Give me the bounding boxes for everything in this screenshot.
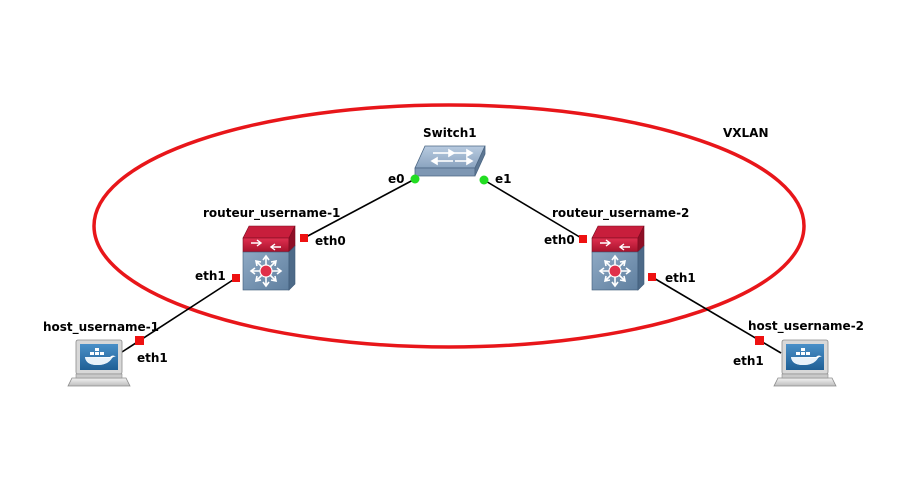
docker-host-computer-icon [773,339,837,387]
docker-host-computer-icon [67,339,131,387]
vxlan-zone-label: VXLAN [723,126,769,140]
switch-node[interactable]: Switch1 [414,126,486,177]
port-status-host2-eth1 [755,336,764,345]
router1-name-label: routeur_username-1 [203,206,340,221]
host2-name-label: host_username-2 [748,319,864,334]
router2-name-label: routeur_username-2 [552,206,689,221]
ethernet-switch-icon [414,145,486,177]
link-switch-router2[interactable] [483,179,584,240]
host1-node[interactable]: host_username-1 [43,320,159,387]
port-label-router1-eth0: eth0 [315,234,346,248]
port-status-router2-eth0 [579,235,587,243]
port-label-router2-eth1: eth1 [665,271,696,285]
port-label-router1-eth1: eth1 [195,269,226,283]
router1-node[interactable]: routeur_username-1 [203,206,340,291]
port-label-switch-e1: e1 [495,172,512,186]
port-label-host2-eth1: eth1 [733,354,764,368]
multilayer-switch-icon [242,225,296,291]
port-status-router2-eth1 [648,273,656,281]
router2-node[interactable]: routeur_username-2 [552,206,689,291]
switch-name-label: Switch1 [423,126,477,140]
port-status-host1-eth1 [135,336,144,345]
link-switch-router1[interactable] [303,178,416,239]
port-label-switch-e0: e0 [388,172,405,186]
vxlan-zone-ellipse[interactable] [92,103,806,349]
port-label-host1-eth1: eth1 [137,351,168,365]
port-status-router1-eth0 [300,234,308,242]
port-label-router2-eth0: eth0 [544,233,575,247]
multilayer-switch-icon [591,225,645,291]
port-status-switch-e1 [479,175,489,185]
host1-name-label: host_username-1 [43,320,159,335]
host2-node[interactable]: host_username-2 [748,319,864,387]
port-status-switch-e0 [410,174,420,184]
port-status-router1-eth1 [232,274,240,282]
